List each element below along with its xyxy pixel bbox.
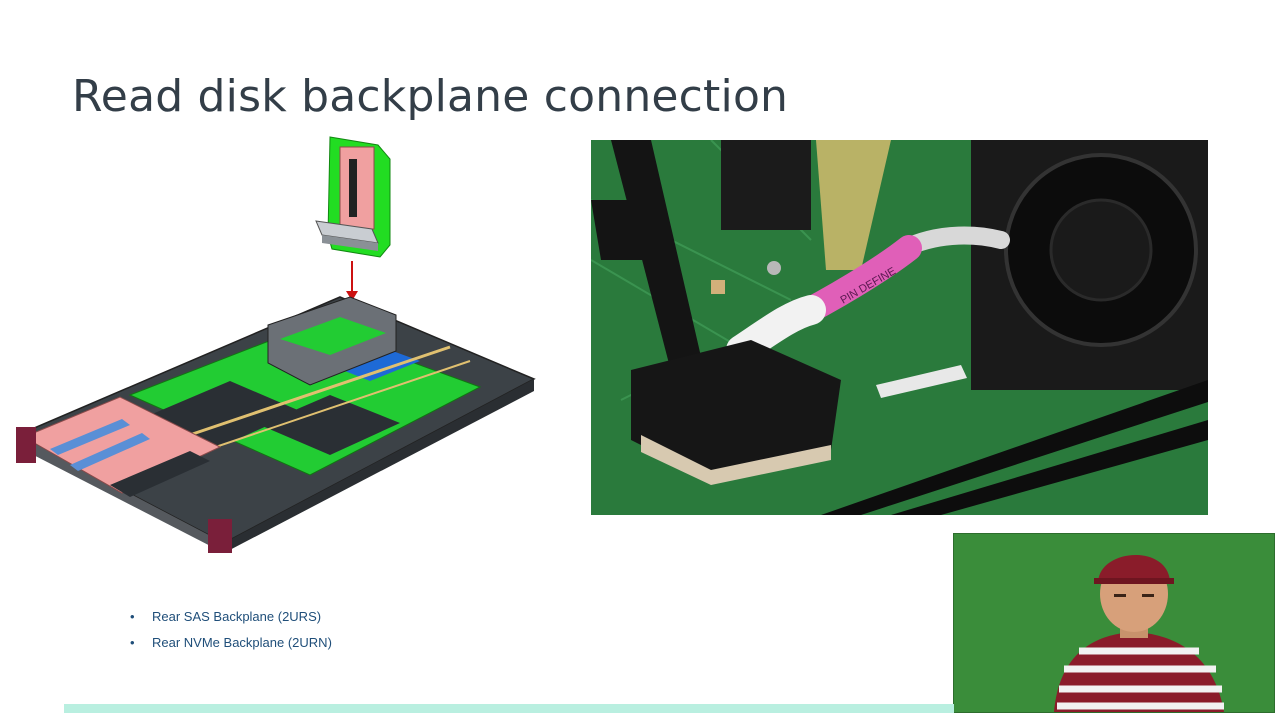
- server-chassis: [16, 296, 536, 553]
- slide-title: Read disk backplane connection: [72, 71, 789, 122]
- bullet-rear-nvme: Rear NVMe Backplane (2URN): [128, 630, 332, 656]
- motherboard-photo: PIN DEFINE: [591, 140, 1208, 515]
- presenter-webcam: [953, 533, 1275, 713]
- insertion-arrow: [346, 261, 358, 301]
- server-diagram: [16, 136, 536, 553]
- bullet-list: Rear SAS Backplane (2URS) Rear NVMe Back…: [128, 604, 332, 656]
- presenter-illustration: [954, 534, 1274, 712]
- photo-illustration: PIN DEFINE: [591, 140, 1208, 515]
- video-progress-bar[interactable]: [64, 704, 954, 713]
- rear-backplane-module: [315, 136, 391, 258]
- bullet-rear-sas: Rear SAS Backplane (2URS): [128, 604, 332, 630]
